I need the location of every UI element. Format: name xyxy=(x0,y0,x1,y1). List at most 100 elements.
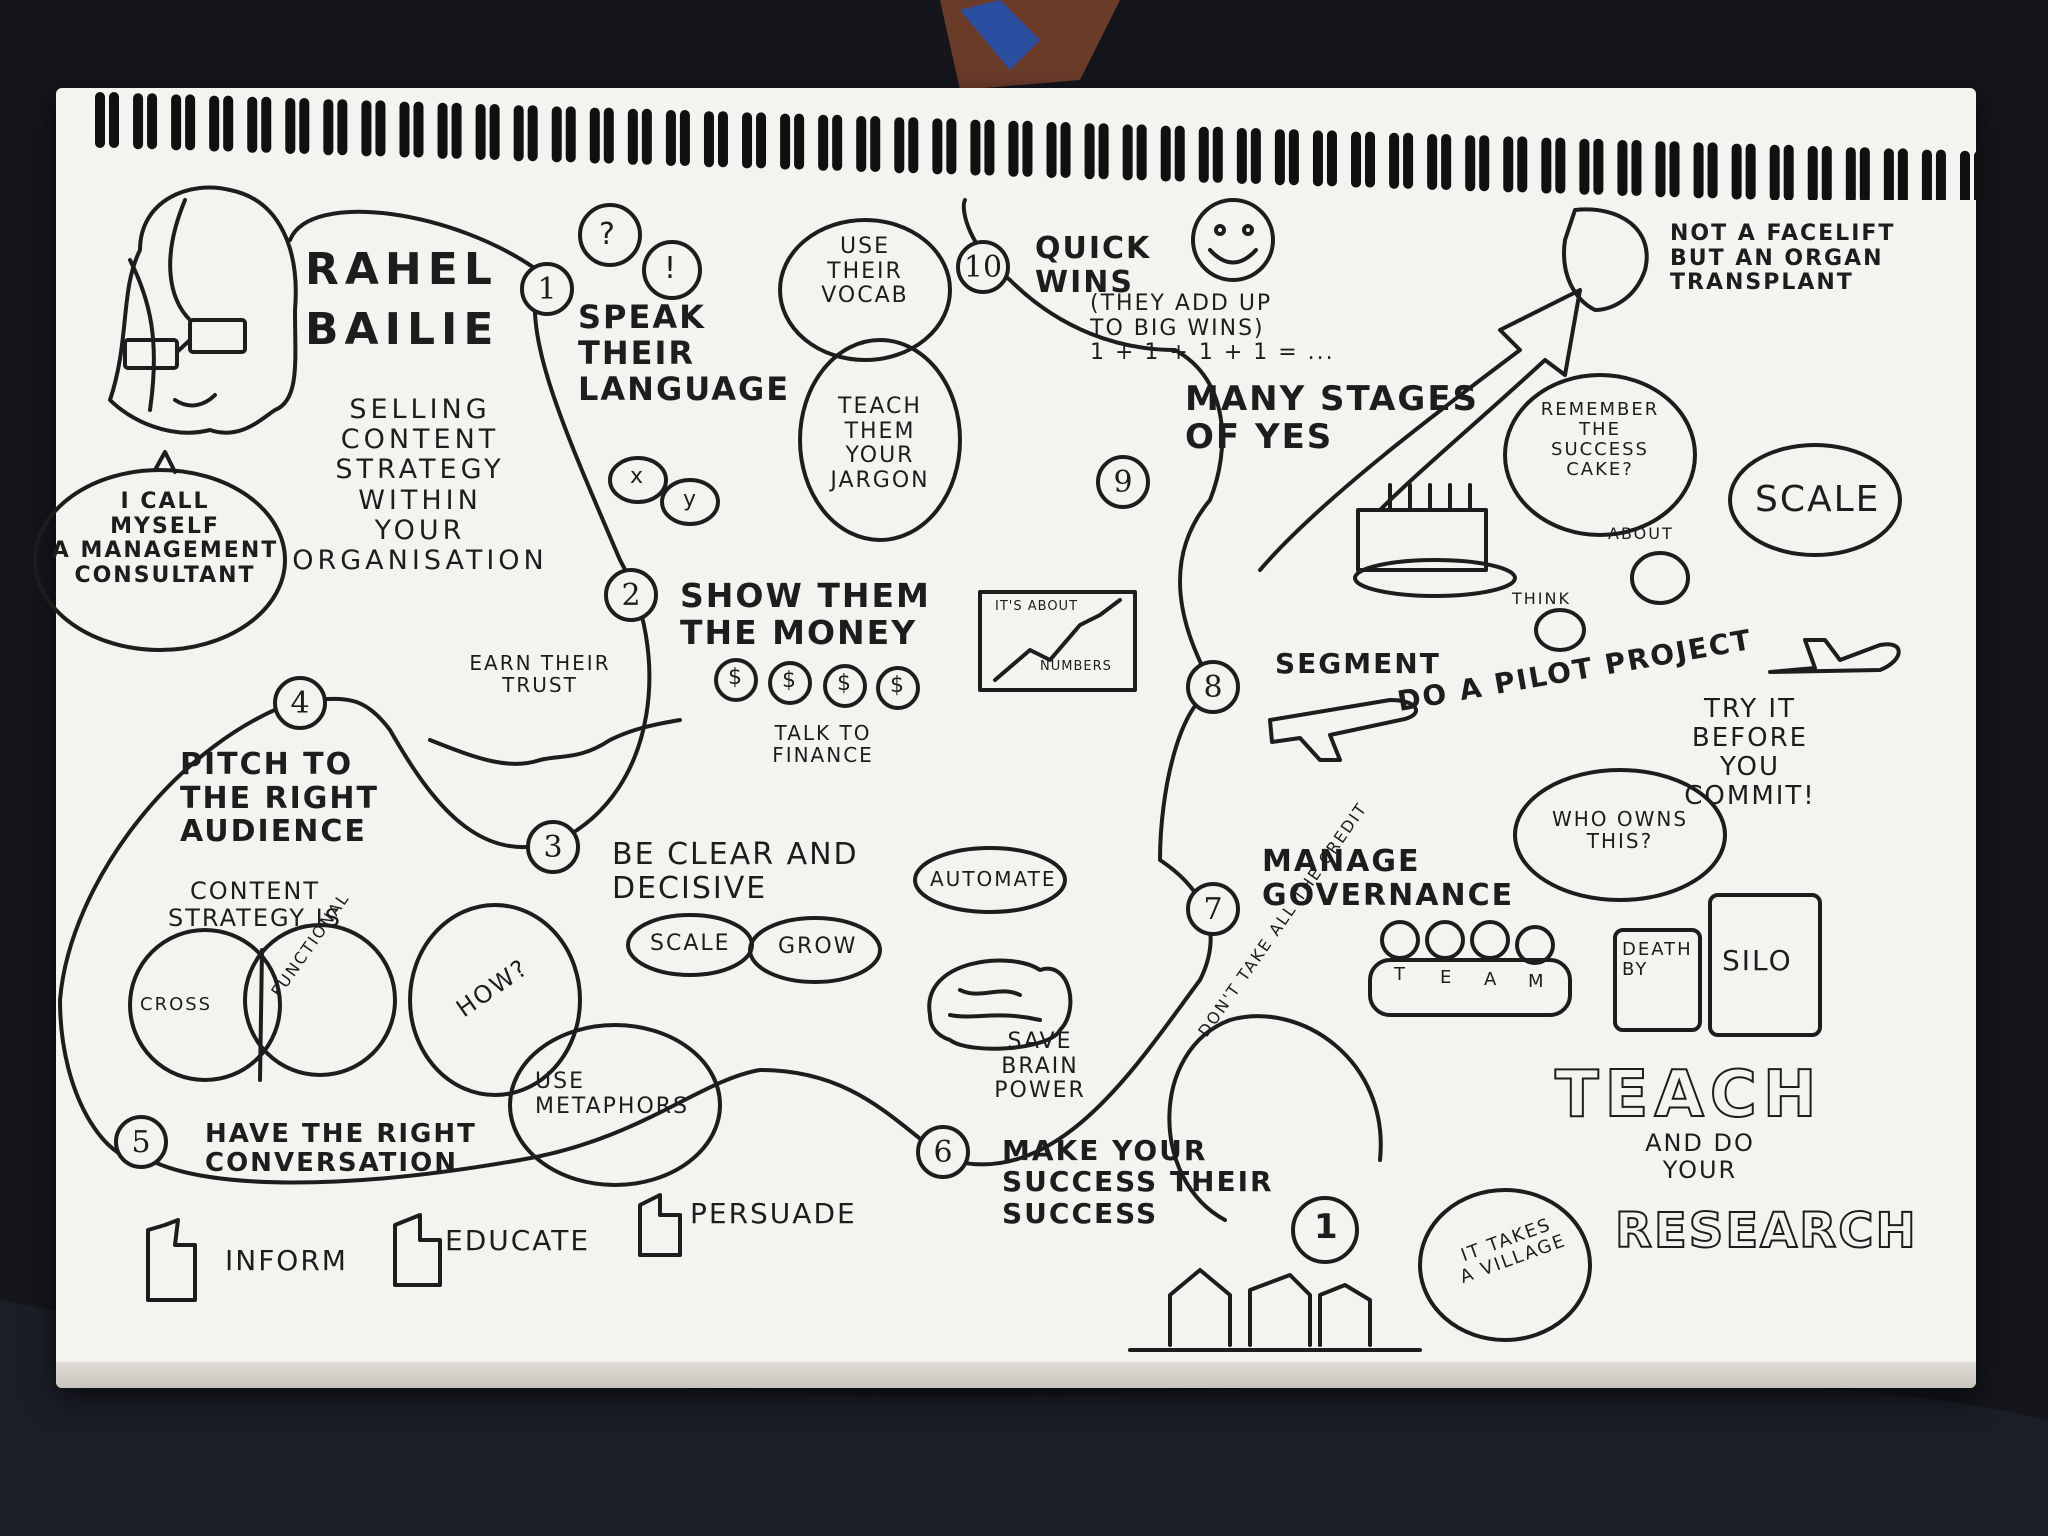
step-1-label: SPEAK THEIR LANGUAGE xyxy=(578,298,791,408)
scale-text: SCALE xyxy=(1755,479,1881,520)
speaker-first-name: RAHEL xyxy=(305,244,498,295)
birthday-cake xyxy=(1353,483,1517,598)
scale-oval-text: SCALE xyxy=(650,931,731,956)
face-mask-sketch xyxy=(1562,207,1649,312)
step-8-number: 8 xyxy=(1186,660,1240,714)
speaker-last-name: BAILIE xyxy=(305,304,500,355)
scale-cloud xyxy=(1728,443,1902,557)
use-metaphors-text: USE METAPHORS xyxy=(535,1069,690,1119)
quote-text: I CALL MYSELF A MANAGEMENT CONSULTANT xyxy=(51,489,279,588)
dollar-coins xyxy=(714,658,920,710)
question-bubble xyxy=(578,203,642,267)
use-their-vocab-text: USE THEIR VOCAB xyxy=(821,234,909,309)
silo-text: SILO xyxy=(1722,944,1793,977)
inform-text: INFORM xyxy=(225,1244,348,1277)
who-owns-text: WHO OWNS THIS? xyxy=(1551,807,1689,854)
x-bubble xyxy=(608,456,668,504)
step-6-number: 6 xyxy=(916,1125,970,1179)
step-6-label: MAKE YOUR SUCCESS THEIR SUCCESS xyxy=(1002,1134,1274,1230)
death-by-text: DEATH BY xyxy=(1622,939,1693,981)
grow-text: GROW xyxy=(778,934,858,959)
big-arrow xyxy=(1258,288,1582,572)
airplane-left xyxy=(1268,698,1418,762)
venn-diagram xyxy=(128,923,397,1082)
coin-2-dollar: $ xyxy=(782,668,798,693)
talk-to-finance-text: TALK TO FINANCE xyxy=(772,721,874,768)
use-metaphors-bubble xyxy=(508,1023,722,1187)
persuade-text: PERSUADE xyxy=(690,1197,857,1230)
grow-oval xyxy=(748,916,882,984)
silos xyxy=(1613,893,1822,1037)
portrait-sketch xyxy=(108,185,298,435)
organ-transplant-text: NOT A FACELIFT BUT AN ORGAN TRANSPLANT xyxy=(1670,221,1896,296)
earn-their-trust-text: EARN THEIR TRUST xyxy=(469,651,611,698)
coin-3-dollar: $ xyxy=(837,671,853,696)
step-2-number: 2 xyxy=(604,568,658,622)
x-label: x xyxy=(630,464,646,489)
village-bubble xyxy=(1418,1188,1592,1342)
step-3-label: BE CLEAR AND DECISIVE xyxy=(612,837,859,906)
who-owns-bubble xyxy=(1513,768,1727,902)
credit-loop xyxy=(1167,1014,1383,1222)
step-4-label: PITCH TO THE RIGHT AUDIENCE xyxy=(180,747,379,850)
automate-oval xyxy=(913,846,1067,914)
coin-4-dollar: $ xyxy=(890,673,906,698)
question-mark: ? xyxy=(599,217,617,252)
step-7-number: 7 xyxy=(1186,882,1240,936)
talk-subtitle: SELLING CONTENT STRATEGY WITHIN YOUR ORG… xyxy=(292,394,548,577)
village-houses xyxy=(1128,1268,1422,1352)
step-8-label: SEGMENT xyxy=(1275,647,1441,680)
step-9-number: 9 xyxy=(1096,455,1150,509)
think-circle xyxy=(1534,608,1586,652)
team-letter-t: T xyxy=(1394,964,1407,985)
thumbs-up-icons xyxy=(146,1193,682,1302)
exclamation-mark: ! xyxy=(664,251,679,286)
quote-bubble xyxy=(33,468,287,652)
brain-sketch xyxy=(927,958,1073,1051)
about-text: ABOUT xyxy=(1608,524,1674,543)
team-people xyxy=(1368,920,1572,1017)
team-letter-e: E xyxy=(1440,967,1454,988)
teach-jargon-bubble xyxy=(798,338,962,542)
team-letter-m: M xyxy=(1528,971,1546,992)
numbers-text: NUMBERS xyxy=(1040,659,1112,674)
remember-cake-text: REMEMBER THE SUCCESS CAKE? xyxy=(1540,399,1660,481)
automate-text: AUTOMATE xyxy=(930,867,1057,891)
save-brain-power-text: SAVE BRAIN POWER xyxy=(994,1029,1086,1104)
teach-jargon-text: TEACH THEM YOUR JARGON xyxy=(830,394,930,493)
smiley-face xyxy=(1191,198,1275,282)
step-9-label: MANY STAGES OF YES xyxy=(1185,379,1480,458)
try-it-text: TRY IT BEFORE YOU COMMIT! xyxy=(1684,694,1816,812)
use-their-vocab-bubble xyxy=(778,218,952,362)
step-2-label: SHOW THEM THE MONEY xyxy=(680,576,931,652)
educate-text: EDUCATE xyxy=(445,1224,591,1257)
team-letter-a: A xyxy=(1484,969,1499,990)
step-4-number: 4 xyxy=(273,676,327,730)
step-10-label: QUICK WINS xyxy=(1035,231,1152,300)
numbers-chart-sketch xyxy=(978,590,1137,692)
sketchbook-page xyxy=(56,88,1976,1388)
cross-text: CROSS xyxy=(140,994,213,1015)
exclaim-bubble xyxy=(642,240,702,300)
step-5-number: 5 xyxy=(114,1115,168,1169)
quick-wins-note: (THEY ADD UP TO BIG WINS) 1 + 1 + 1 + 1 … xyxy=(1090,291,1335,366)
credit-one-circle xyxy=(1291,1196,1359,1264)
and-do-your-text: AND DO YOUR xyxy=(1645,1129,1755,1184)
coin-1-dollar: $ xyxy=(728,665,744,690)
think-text: THINK xyxy=(1512,589,1571,608)
research-title: RESEARCH xyxy=(1614,1203,1918,1259)
step-1-number: 1 xyxy=(520,262,574,316)
remember-cake-bubble xyxy=(1503,373,1697,537)
how-bubble xyxy=(408,903,582,1097)
about-circle xyxy=(1630,551,1690,605)
step-3-number: 3 xyxy=(526,820,580,874)
step-5-label: HAVE THE RIGHT CONVERSATION xyxy=(205,1119,477,1179)
y-bubble xyxy=(660,478,720,526)
content-strategy-is-text: CONTENT STRATEGY IS xyxy=(168,877,342,932)
its-about-text: IT'S ABOUT xyxy=(995,599,1079,614)
teach-title: TEACH xyxy=(1554,1058,1823,1132)
handshake-sketch xyxy=(428,718,682,766)
credit-one-text: 1 xyxy=(1314,1207,1340,1247)
y-label: y xyxy=(683,487,699,512)
